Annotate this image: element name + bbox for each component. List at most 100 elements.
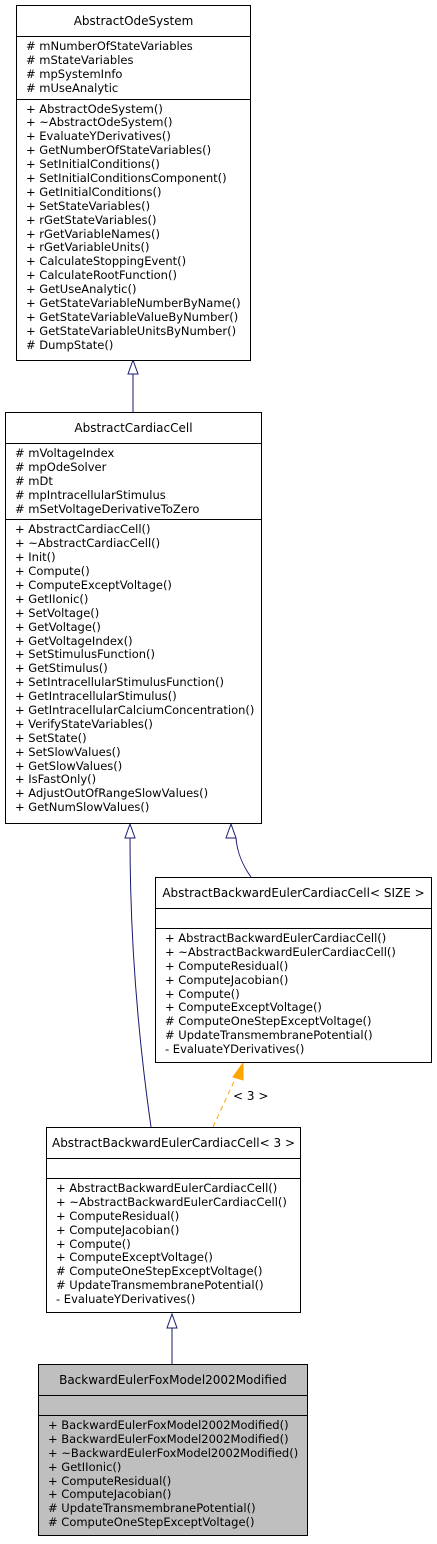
- method: + AbstractBackwardEulerCardiacCell(): [165, 931, 387, 945]
- inherit-arrowhead-cardiac-right: [225, 822, 237, 839]
- attributes-section: [39, 1396, 307, 1416]
- class-abstract-backward-euler-3[interactable]: AbstractBackwardEulerCardiacCell< 3 > + …: [46, 1127, 301, 1313]
- class-name: AbstractCardiacCell: [6, 413, 261, 444]
- class-abstract-ode-system[interactable]: AbstractOdeSystem # mNumberOfStateVariab…: [16, 5, 251, 361]
- method: # ComputeOneStepExceptVoltage(): [48, 1515, 255, 1530]
- inherit-edge-besize-to-cardiac: [235, 837, 252, 878]
- methods-section: + BackwardEulerFoxModel2002Modified() + …: [39, 1416, 307, 1533]
- method: + SetSlowValues(): [15, 744, 121, 759]
- attributes-section: [47, 1159, 300, 1179]
- method: + SetState(): [15, 730, 87, 745]
- method: + GetVoltage(): [15, 619, 101, 634]
- method: # DumpState(): [26, 337, 114, 352]
- method: + CalculateRootFunction(): [26, 268, 177, 283]
- method: + IsFastOnly(): [15, 772, 97, 787]
- method: - EvaluateYDerivatives(): [165, 1042, 305, 1057]
- methods-section: + AbstractBackwardEulerCardiacCell() + ~…: [156, 929, 431, 1060]
- method: + EvaluateYDerivatives(): [26, 129, 171, 144]
- method: + GetSlowValues(): [15, 758, 123, 773]
- class-backward-euler-fox-model-2002-modified[interactable]: BackwardEulerFoxModel2002Modified + Back…: [38, 1364, 308, 1536]
- inherit-edge-be3-to-cardiac: [129, 837, 152, 1128]
- methods-section: + AbstractCardiacCell() + ~AbstractCardi…: [6, 520, 261, 818]
- method: + SetIntracellularStimulusFunction(): [15, 675, 225, 690]
- method: + AbstractOdeSystem(): [26, 101, 163, 116]
- class-abstract-cardiac-cell[interactable]: AbstractCardiacCell # mVoltageIndex # mp…: [5, 412, 262, 824]
- method: # UpdateTransmembranePotential(): [48, 1501, 256, 1516]
- method: + BackwardEulerFoxModel2002Modified(): [48, 1418, 289, 1432]
- method: + GetInitialConditions(): [26, 184, 162, 199]
- method: + BackwardEulerFoxModel2002Modified(): [48, 1431, 289, 1446]
- method: + GetNumSlowValues(): [15, 800, 150, 815]
- method: + ComputeExceptVoltage(): [56, 1250, 213, 1265]
- attributes-section: # mVoltageIndex # mpOdeSolver # mDt # mp…: [6, 444, 261, 521]
- method: # ComputeOneStepExceptVoltage(): [56, 1264, 263, 1279]
- method: + GetStateVariableValueByNumber(): [26, 309, 239, 324]
- method: + ComputeResidual(): [165, 958, 289, 973]
- attribute: # mNumberOfStateVariables: [26, 39, 193, 53]
- class-name: AbstractOdeSystem: [17, 6, 250, 37]
- attributes-section: [156, 909, 431, 929]
- method: + Compute(): [165, 986, 240, 1001]
- method: + SetStateVariables(): [26, 198, 151, 213]
- method: + GetNumberOfStateVariables(): [26, 143, 212, 158]
- method: + SetInitialConditions(): [26, 157, 160, 172]
- method: + GetUseAnalytic(): [26, 282, 137, 297]
- method: + ComputeJacobian(): [56, 1222, 180, 1237]
- method: + rGetVariableUnits(): [26, 240, 150, 255]
- attribute: # mSetVoltageDerivativeToZero: [15, 501, 200, 516]
- method: + SetInitialConditionsComponent(): [26, 171, 227, 186]
- method: + ComputeJacobian(): [165, 972, 289, 987]
- method: + ComputeExceptVoltage(): [165, 1000, 322, 1015]
- method: + GetIntracellularStimulus(): [15, 689, 177, 704]
- method: + Compute(): [56, 1236, 131, 1251]
- method: + AdjustOutOfRangeSlowValues(): [15, 786, 209, 801]
- class-name: AbstractBackwardEulerCardiacCell< 3 >: [47, 1128, 300, 1159]
- method: + GetIIonic(): [15, 591, 89, 606]
- method: + GetVoltageIndex(): [15, 633, 133, 648]
- method: + ~AbstractOdeSystem(): [26, 115, 173, 130]
- method: - EvaluateYDerivatives(): [56, 1292, 196, 1307]
- inherit-arrowhead-cardiac-left: [124, 822, 136, 839]
- method: # UpdateTransmembranePotential(): [56, 1278, 264, 1293]
- method: + CalculateStoppingEvent(): [26, 254, 187, 269]
- methods-section: + AbstractOdeSystem() + ~AbstractOdeSyst…: [17, 100, 250, 356]
- method: + AbstractCardiacCell(): [15, 522, 151, 537]
- method: + GetStateVariableNumberByName(): [26, 296, 241, 311]
- template-argument-label: < 3 >: [233, 1089, 269, 1103]
- methods-section: + AbstractBackwardEulerCardiacCell() + ~…: [47, 1179, 300, 1310]
- method: + GetIIonic(): [48, 1459, 122, 1474]
- method: + ~BackwardEulerFoxModel2002Modified(): [48, 1445, 299, 1460]
- class-abstract-backward-euler-size[interactable]: AbstractBackwardEulerCardiacCell< SIZE >…: [155, 877, 432, 1063]
- method: + ComputeJacobian(): [48, 1487, 172, 1502]
- method: # UpdateTransmembranePotential(): [165, 1028, 373, 1043]
- attribute: # mpOdeSolver: [15, 459, 107, 474]
- method: + AbstractBackwardEulerCardiacCell(): [56, 1181, 278, 1195]
- template-edge-be3-to-besize: [212, 1074, 238, 1128]
- attribute: # mVoltageIndex: [15, 446, 115, 460]
- class-name: BackwardEulerFoxModel2002Modified: [39, 1365, 307, 1396]
- method: + GetIntracellularCalciumConcentration(): [15, 703, 255, 718]
- method: + Init(): [15, 550, 56, 565]
- method: + VerifyStateVariables(): [15, 716, 153, 731]
- method: + SetVoltage(): [15, 605, 100, 620]
- attribute: # mStateVariables: [26, 52, 134, 67]
- attributes-section: # mNumberOfStateVariables # mStateVariab…: [17, 37, 250, 100]
- method: + ComputeResidual(): [56, 1208, 180, 1223]
- method: # ComputeOneStepExceptVoltage(): [165, 1014, 372, 1029]
- method: + ComputeResidual(): [48, 1473, 172, 1488]
- method: + SetStimulusFunction(): [15, 647, 156, 662]
- method: + GetStimulus(): [15, 661, 108, 676]
- method: + ~AbstractBackwardEulerCardiacCell(): [56, 1194, 287, 1209]
- method: + rGetVariableNames(): [26, 226, 160, 241]
- method: + GetStateVariableUnitsByNumber(): [26, 323, 237, 338]
- attribute: # mUseAnalytic: [26, 80, 119, 95]
- method: + Compute(): [15, 564, 90, 579]
- method: + ComputeExceptVoltage(): [15, 578, 172, 593]
- method: + ~AbstractBackwardEulerCardiacCell(): [165, 944, 396, 959]
- inherit-arrowhead-ode: [127, 358, 139, 375]
- attribute: # mDt: [15, 473, 53, 488]
- inherit-arrowhead-be3: [166, 1312, 178, 1329]
- method: + rGetStateVariables(): [26, 212, 157, 227]
- method: + ~AbstractCardiacCell(): [15, 536, 161, 551]
